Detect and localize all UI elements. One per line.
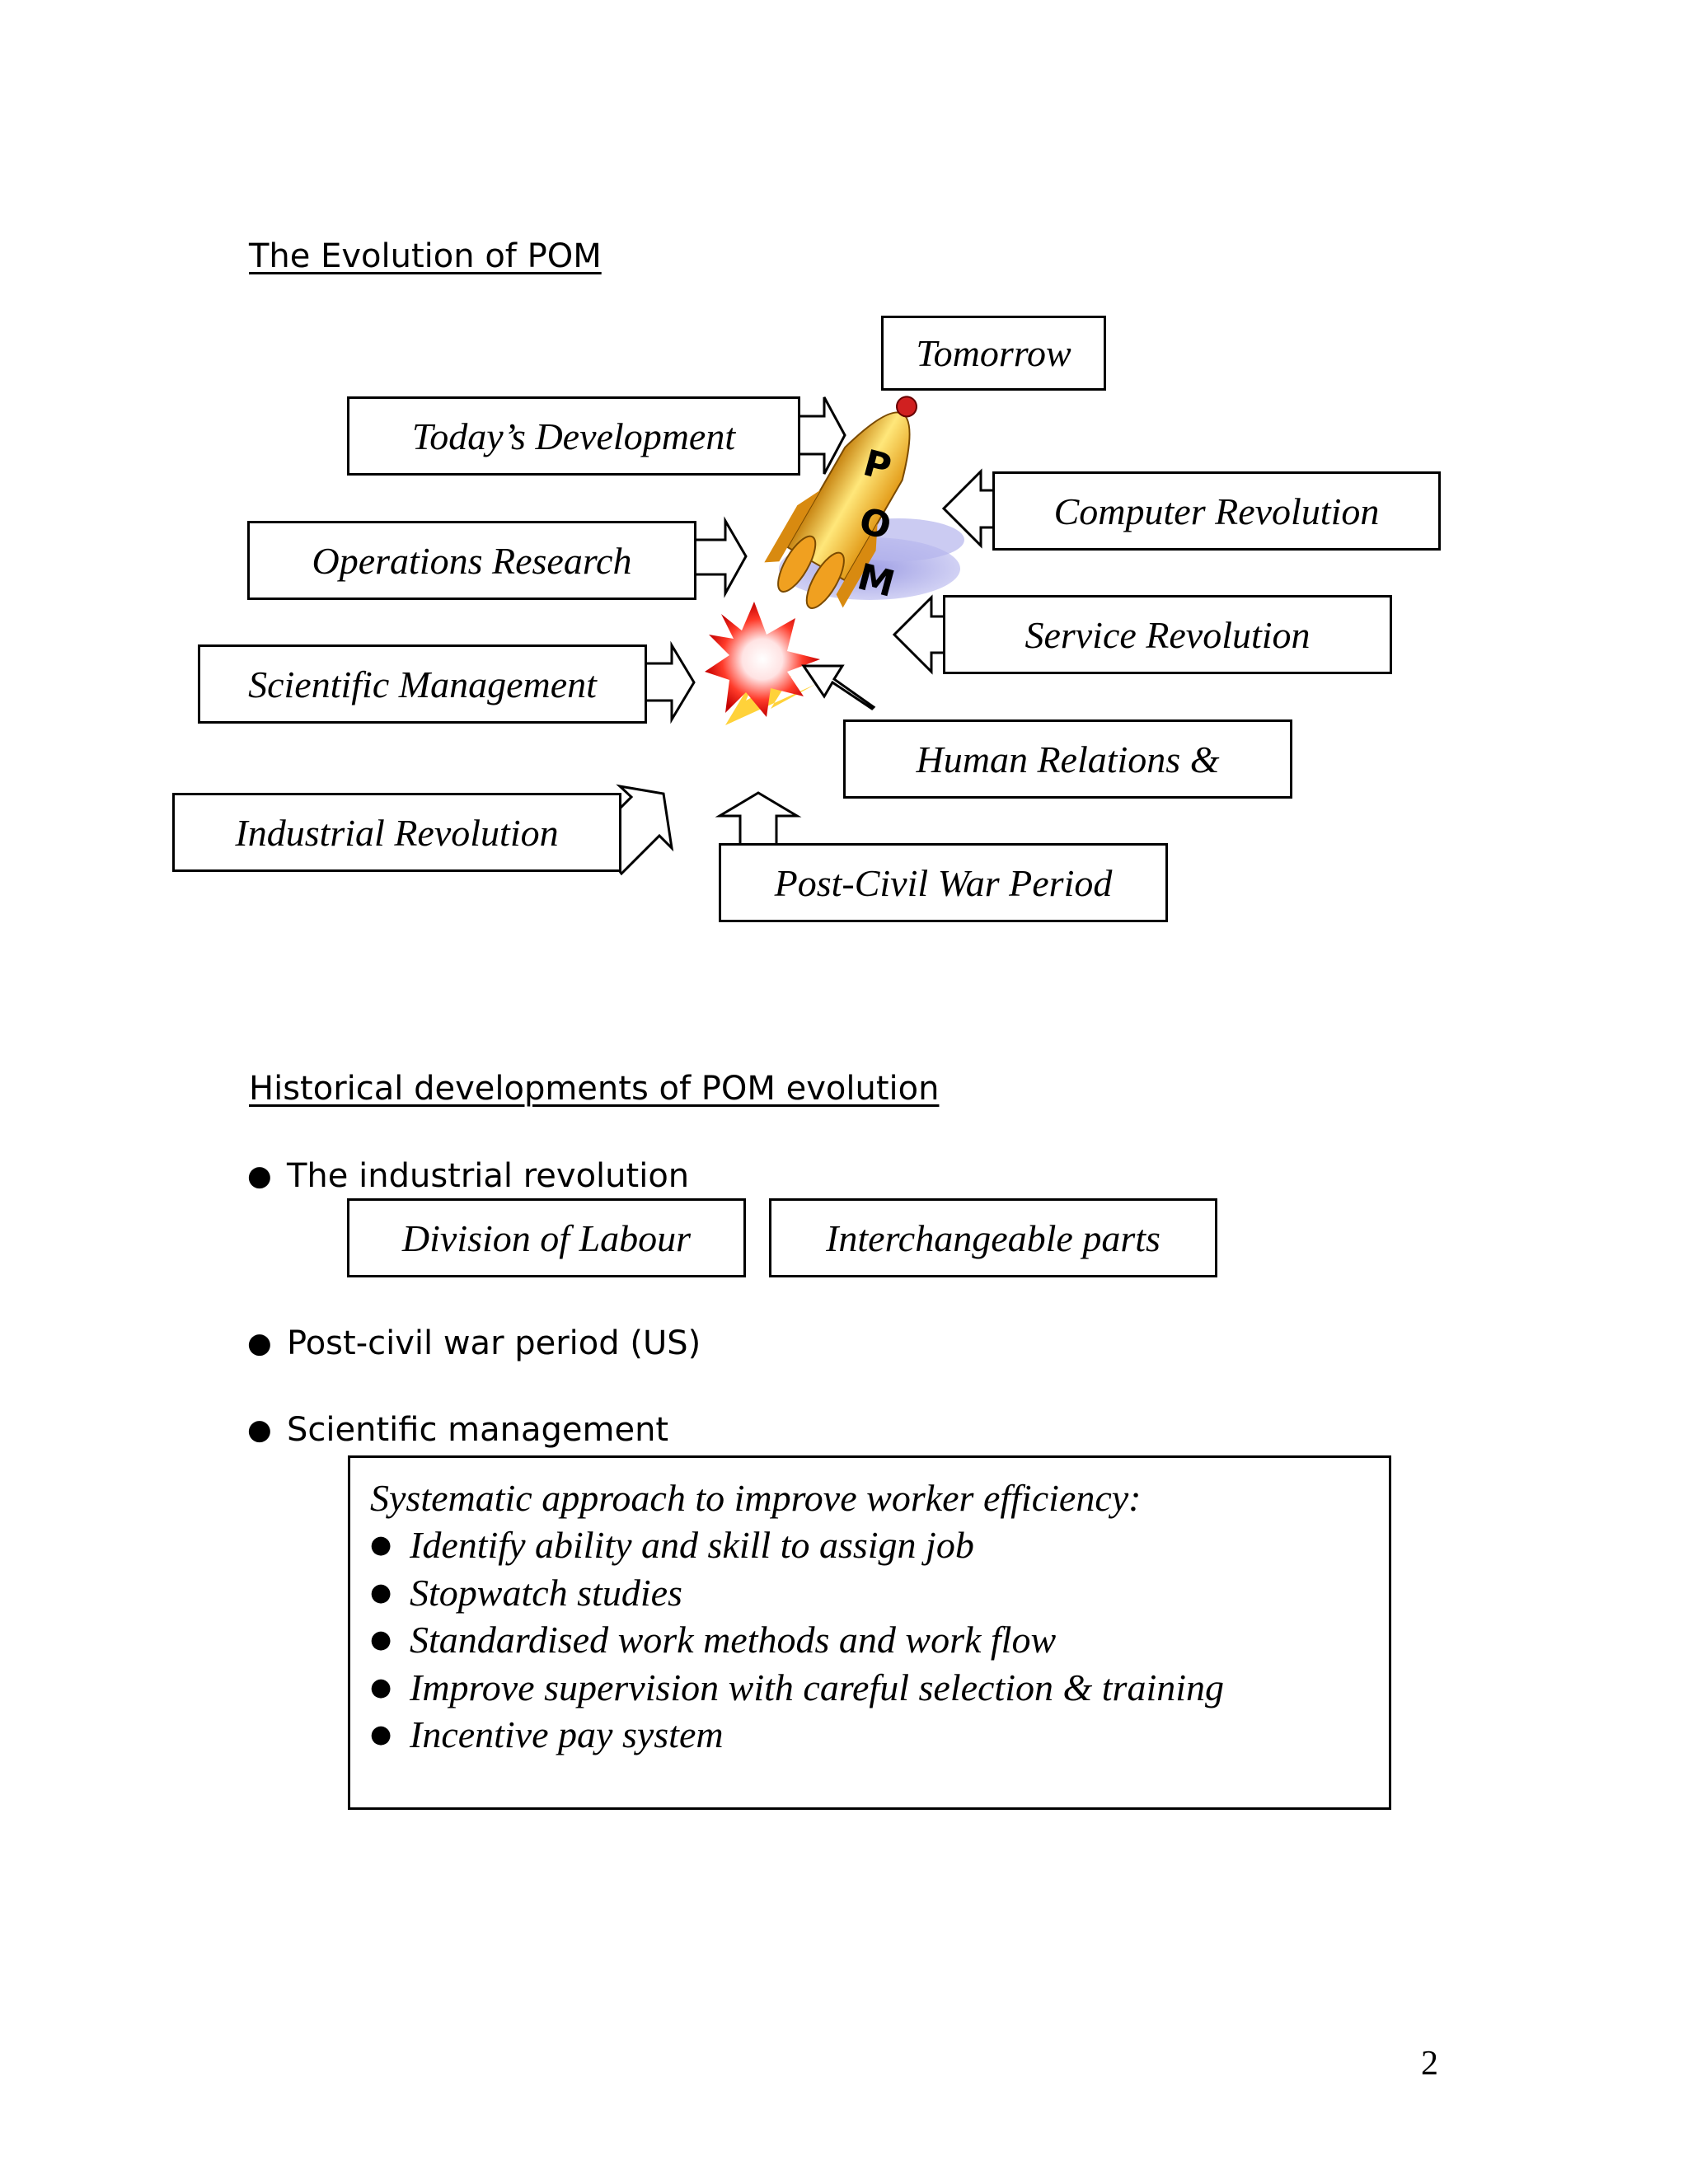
box-operations-research: Operations Research bbox=[247, 521, 696, 600]
box-interchangeable-parts-label: Interchangeable parts bbox=[826, 1216, 1160, 1259]
sm-point: ● Identify ability and skill to assign jo… bbox=[370, 1521, 1389, 1569]
box-computer-revolution-label: Computer Revolution bbox=[1053, 490, 1380, 532]
box-service-revolution-label: Service Revolution bbox=[1025, 613, 1311, 656]
box-interchangeable-parts: Interchangeable parts bbox=[769, 1198, 1217, 1277]
sm-point: ● Incentive pay system bbox=[370, 1711, 1389, 1759]
bullet-dot: ● bbox=[370, 1625, 392, 1654]
bullet-post-civil-war: ● Post-civil war period (US) bbox=[247, 1324, 701, 1362]
arrow-human-relations bbox=[801, 664, 876, 710]
bullet-label: Scientific management bbox=[287, 1411, 669, 1449]
box-division-of-labour: Division of Labour bbox=[347, 1198, 746, 1277]
rocket-illustration: P O M bbox=[705, 396, 964, 725]
box-tomorrow-label: Tomorrow bbox=[916, 332, 1071, 374]
bullet-label: Post-civil war period (US) bbox=[287, 1324, 701, 1362]
sm-point: ● Standardised work methods and work flow bbox=[370, 1616, 1389, 1664]
sm-point: ● Improve supervision with careful select… bbox=[370, 1664, 1389, 1712]
box-post-civil-war: Post-Civil War Period bbox=[719, 843, 1168, 922]
box-industrial-revolution-label: Industrial Revolution bbox=[235, 811, 559, 854]
bullet-dot: ● bbox=[247, 1413, 272, 1446]
box-scientific-management-label: Scientific Management bbox=[248, 663, 597, 705]
box-post-civil-war-label: Post-Civil War Period bbox=[774, 861, 1113, 904]
scientific-management-details-box: Systematic approach to improve worker ef… bbox=[348, 1455, 1391, 1810]
sm-point-text: Identify ability and skill to assign job bbox=[410, 1524, 974, 1566]
sm-point-text: Improve supervision with careful selecti… bbox=[410, 1666, 1225, 1708]
section-title-evolution: The Evolution of POM bbox=[249, 237, 602, 275]
bullet-scientific-management: ● Scientific management bbox=[247, 1411, 668, 1449]
sm-point: ● Stopwatch studies bbox=[370, 1569, 1389, 1617]
bullet-dot: ● bbox=[370, 1672, 392, 1702]
sm-point-text: Standardised work methods and work flow bbox=[410, 1619, 1057, 1661]
box-computer-revolution: Computer Revolution bbox=[992, 471, 1441, 551]
box-service-revolution: Service Revolution bbox=[943, 595, 1392, 674]
box-tomorrow: Tomorrow bbox=[881, 316, 1106, 391]
bullet-dot: ● bbox=[370, 1577, 392, 1607]
sm-intro: Systematic approach to improve worker ef… bbox=[370, 1477, 1142, 1519]
box-todays-development: Today’s Development bbox=[347, 396, 800, 476]
bullet-dot: ● bbox=[370, 1720, 392, 1749]
box-scientific-management: Scientific Management bbox=[198, 644, 647, 724]
sm-point-text: Incentive pay system bbox=[410, 1713, 724, 1755]
box-industrial-revolution: Industrial Revolution bbox=[172, 793, 621, 872]
page-number: 2 bbox=[1421, 2045, 1438, 2083]
box-human-relations: Human Relations & bbox=[843, 719, 1292, 799]
bullet-dot: ● bbox=[370, 1530, 392, 1559]
bullet-dot: ● bbox=[247, 1160, 272, 1193]
box-todays-development-label: Today’s Development bbox=[411, 415, 736, 457]
bullet-dot: ● bbox=[247, 1327, 272, 1360]
section-title-historical: Historical developments of POM evolution bbox=[249, 1070, 940, 1108]
box-division-of-labour-label: Division of Labour bbox=[401, 1216, 692, 1259]
sm-point-text: Stopwatch studies bbox=[410, 1571, 682, 1614]
box-human-relations-label: Human Relations & bbox=[916, 738, 1220, 780]
bullet-industrial-revolution: ● The industrial revolution bbox=[247, 1157, 689, 1195]
box-operations-research-label: Operations Research bbox=[312, 539, 632, 582]
bullet-label: The industrial revolution bbox=[287, 1157, 690, 1195]
sm-points-list: ● Identify ability and skill to assign jo… bbox=[370, 1521, 1389, 1759]
